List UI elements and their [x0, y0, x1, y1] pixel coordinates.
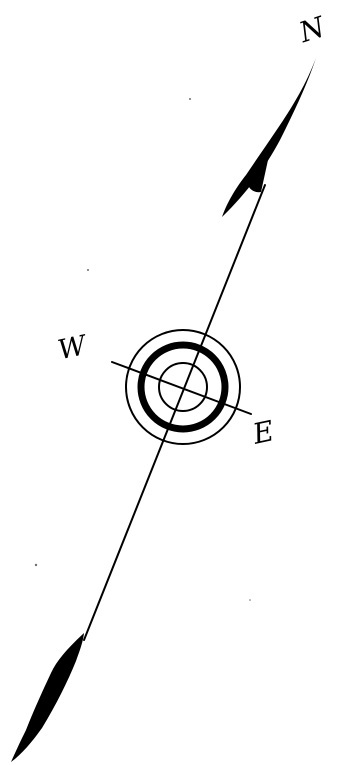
south-arrow-blade	[11, 633, 84, 762]
compass-hub	[126, 330, 240, 444]
east-west-line	[112, 362, 251, 414]
north-arrow-blade	[222, 58, 316, 217]
north-label: N	[294, 10, 330, 50]
west-label: W	[55, 330, 91, 367]
meridian-line	[84, 185, 265, 640]
east-label: E	[249, 414, 277, 451]
